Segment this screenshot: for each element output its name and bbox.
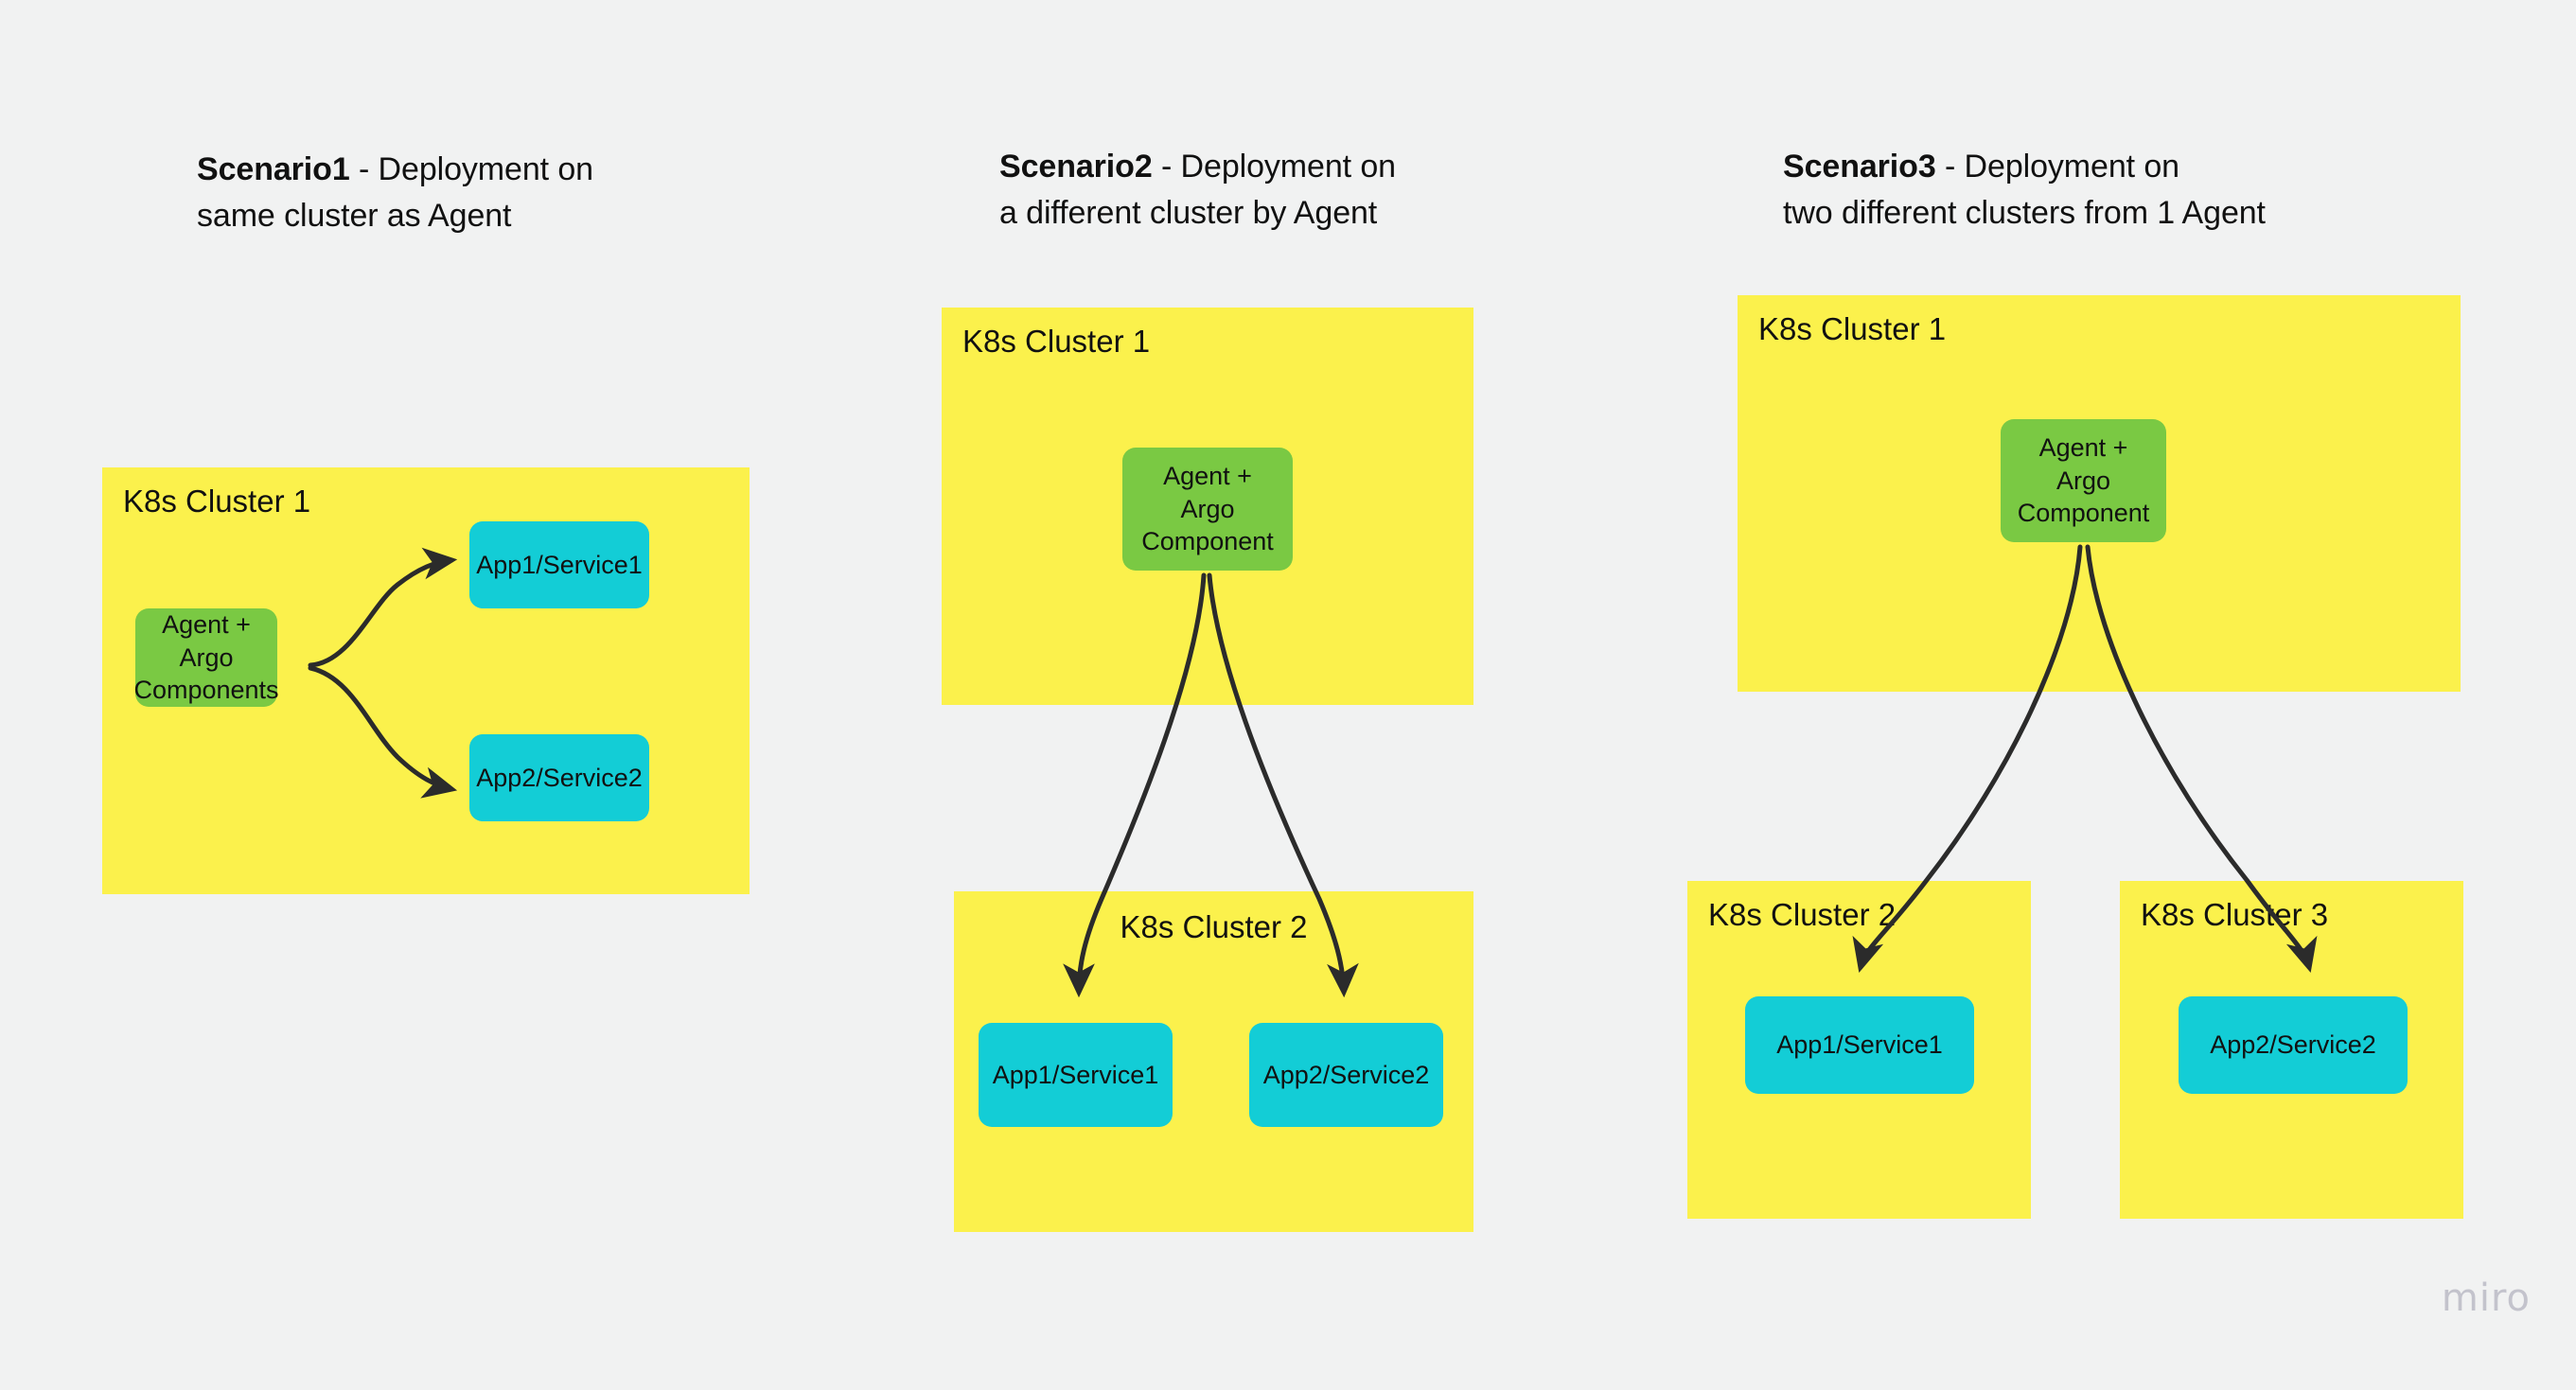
cluster-label-s2-cluster-2: K8s Cluster 2 bbox=[1120, 909, 1308, 944]
scenario-1-title: Scenario1 - Deployment on same cluster a… bbox=[197, 147, 784, 240]
scenario-2-title: Scenario2 - Deployment on a different cl… bbox=[999, 144, 1586, 238]
node-s2-app2[interactable]: App2/Service2 bbox=[1249, 1023, 1443, 1127]
node-s3-agent[interactable]: Agent + Argo Component bbox=[2001, 419, 2166, 542]
node-s1-app2[interactable]: App2/Service2 bbox=[469, 734, 649, 821]
cluster-label-s3-cluster-3: K8s Cluster 3 bbox=[2141, 897, 2329, 932]
node-s1-app1[interactable]: App1/Service1 bbox=[469, 521, 649, 608]
scenario-1-title-lead: Scenario1 bbox=[197, 151, 350, 187]
cluster-label-s1-cluster-1: K8s Cluster 1 bbox=[123, 484, 311, 519]
node-s3-app1[interactable]: App1/Service1 bbox=[1745, 996, 1974, 1094]
node-s2-agent[interactable]: Agent + Argo Component bbox=[1122, 448, 1293, 571]
cluster-label-s2-cluster-1: K8s Cluster 1 bbox=[962, 324, 1151, 359]
scenario-3-title: Scenario3 - Deployment on two different … bbox=[1783, 144, 2445, 238]
scenario-2-title-lead: Scenario2 bbox=[999, 149, 1153, 185]
scenario-1-title-rest: - Deployment on same cluster as Agent bbox=[197, 151, 593, 235]
node-s3-app2[interactable]: App2/Service2 bbox=[2179, 996, 2408, 1094]
scenario-3-title-lead: Scenario3 bbox=[1783, 149, 1936, 185]
scenario-2-title-rest: - Deployment on a different cluster by A… bbox=[999, 149, 1396, 232]
scenario-3-title-rest: - Deployment on two different clusters f… bbox=[1783, 149, 2266, 232]
node-s2-app1[interactable]: App1/Service1 bbox=[979, 1023, 1173, 1127]
cluster-label-s3-cluster-2: K8s Cluster 2 bbox=[1708, 897, 1897, 932]
node-s1-agent[interactable]: Agent + Argo Components bbox=[133, 608, 279, 707]
miro-watermark: miro bbox=[2441, 1276, 2531, 1320]
cluster-label-s3-cluster-1: K8s Cluster 1 bbox=[1758, 311, 1947, 346]
